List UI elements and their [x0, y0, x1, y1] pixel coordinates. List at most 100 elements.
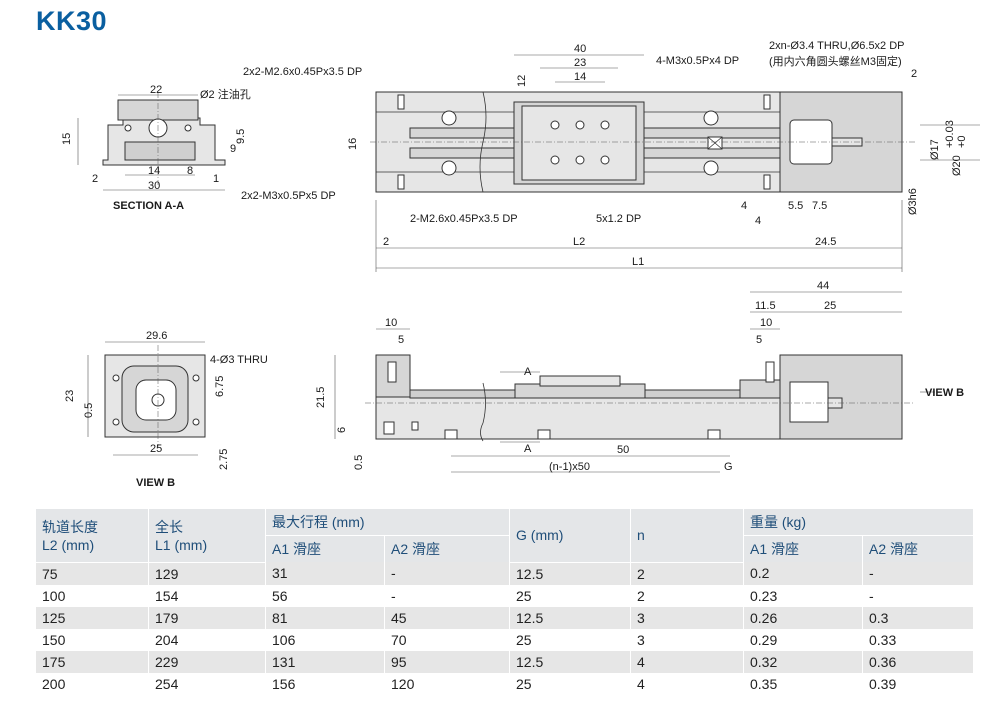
header-weight: 重量 (kg): [743, 509, 974, 536]
dim-22: 22: [150, 84, 162, 96]
table-cell: 45: [384, 606, 510, 629]
dim-25-right: 25: [824, 300, 836, 312]
table-cell: 12.5: [509, 606, 631, 629]
front-view: [334, 291, 935, 473]
note-m26-top: 2x2-M2.6x0.45Px3.5 DP: [243, 66, 362, 78]
table-cell: 156: [265, 672, 385, 695]
section-marker-bottom: A: [524, 443, 532, 455]
dim-10-right: 10: [760, 317, 772, 329]
table-cell: 70: [384, 628, 510, 651]
note-5x12: 5x1.2 DP: [596, 213, 641, 225]
table-cell: 4: [630, 650, 744, 673]
dim-8: 8: [187, 165, 193, 177]
dim-12: 12: [516, 75, 528, 87]
dim-21-5: 21.5: [315, 387, 327, 408]
dim-2-75: 2.75: [218, 449, 230, 470]
table-cell: 0.32: [743, 650, 863, 673]
header-weight-a2: A2 滑座: [862, 535, 974, 562]
note-m26-bottom: 2-M2.6x0.45Px3.5 DP: [410, 213, 518, 225]
table-cell: 12.5: [509, 650, 631, 673]
table-cell: 0.2: [743, 562, 863, 585]
spec-table: 轨道长度 L2 (mm) 全长 L1 (mm) 最大行程 (mm) G (mm)…: [36, 509, 974, 695]
dim-2: 2: [92, 173, 98, 185]
dim-23: 23: [574, 57, 586, 69]
view-b: [87, 341, 206, 456]
table-cell: 150: [36, 628, 149, 651]
table-cell: 129: [148, 562, 266, 585]
dim-44: 44: [817, 280, 829, 292]
table-cell: 229: [148, 650, 266, 673]
dim-40: 40: [574, 43, 586, 55]
dim-d3h6: Ø3h6: [907, 188, 919, 215]
dim-11-5: 11.5: [755, 300, 776, 312]
dim-0-5: 0.5: [353, 455, 365, 470]
header-l2: 轨道长度 L2 (mm): [36, 509, 149, 563]
dim-n1x50: (n-1)x50: [549, 461, 590, 473]
dim-5-5: 5.5: [788, 200, 803, 212]
table-cell: 0.35: [743, 672, 863, 695]
table-cell: -: [384, 584, 510, 607]
dim-5-right: 5: [756, 334, 762, 346]
dim-0-5-vb: 0.5: [83, 403, 95, 418]
header-stroke-a1: A1 滑座: [265, 535, 385, 562]
table-cell: 0.23: [743, 584, 863, 607]
table-cell: 154: [148, 584, 266, 607]
table-cell: 3: [630, 628, 744, 651]
table-cell: 125: [36, 606, 149, 629]
dim-2-bottom: 2: [383, 236, 389, 248]
table-cell: 0.39: [862, 672, 974, 695]
dim-4a: 4: [741, 200, 747, 212]
dim-G: G: [724, 461, 733, 473]
dim-30: 30: [148, 180, 160, 192]
oil-hole-note: Ø2 注油孔: [200, 87, 251, 101]
dim-14b: 14: [574, 71, 586, 83]
table-cell: -: [862, 584, 974, 607]
table-cell: 2: [630, 562, 744, 585]
table-cell: 0.26: [743, 606, 863, 629]
dim-2-right: 2: [911, 68, 917, 80]
table-cell: 4: [630, 672, 744, 695]
dim-d20-tol-minus: +0: [956, 135, 968, 148]
view-b-label: VIEW B: [136, 477, 175, 489]
table-cell: 120: [384, 672, 510, 695]
table-cell: 81: [265, 606, 385, 629]
table-cell: 179: [148, 606, 266, 629]
note-4-03: 4-Ø3 THRU: [210, 354, 268, 366]
table-cell: 0.33: [862, 628, 974, 651]
dim-1: 1: [213, 173, 219, 185]
table-cell: 3: [630, 606, 744, 629]
dim-29-6: 29.6: [146, 330, 167, 342]
table-cell: -: [862, 562, 974, 585]
table-cell: 200: [36, 672, 149, 695]
table-cell: -: [384, 562, 510, 585]
section-marker-top: A: [524, 366, 532, 378]
header-n: n: [630, 509, 744, 563]
table-cell: 106: [265, 628, 385, 651]
dim-d20-tol-plus: +0.03: [944, 120, 956, 148]
dim-10-left: 10: [385, 317, 397, 329]
header-stroke-a2: A2 滑座: [384, 535, 510, 562]
table-cell: 2: [630, 584, 744, 607]
dim-24-5: 24.5: [815, 236, 836, 248]
table-cell: 75: [36, 562, 149, 585]
table-cell: 204: [148, 628, 266, 651]
table-cell: 0.29: [743, 628, 863, 651]
dim-9: 9: [230, 143, 236, 155]
dim-L1: L1: [632, 256, 644, 268]
dim-L2: L2: [573, 236, 585, 248]
dim-4b: 4: [755, 215, 761, 227]
header-l1: 全长 L1 (mm): [148, 509, 266, 563]
header-weight-a1: A1 滑座: [743, 535, 863, 562]
note-m3-left: 2x2-M3x0.5Px5 DP: [241, 190, 336, 202]
table-cell: 0.36: [862, 650, 974, 673]
table-cell: 175: [36, 650, 149, 673]
table-cell: 100: [36, 584, 149, 607]
dim-6: 6: [336, 427, 348, 433]
table-cell: 12.5: [509, 562, 631, 585]
